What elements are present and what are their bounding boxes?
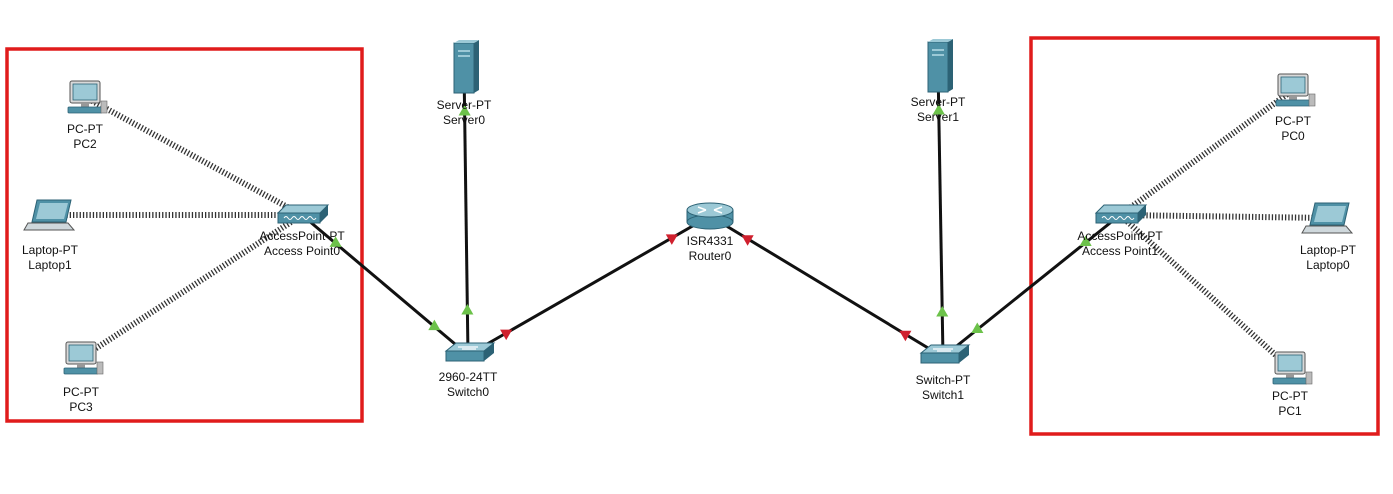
link-light-down (899, 330, 912, 342)
wireless-link-ap1-pc0[interactable] (1118, 87, 1295, 218)
access-point-icon (276, 204, 330, 224)
pc3-device[interactable] (63, 341, 104, 375)
wired-link-switch1-ap1[interactable] (942, 213, 1121, 359)
server-icon (927, 39, 953, 93)
switch-icon (444, 342, 496, 362)
laptop-icon (1301, 202, 1354, 234)
wireless-link-ap1-pc1[interactable] (1117, 212, 1293, 371)
left-wlan-highlight-box (5, 47, 364, 423)
laptop1-device[interactable] (23, 199, 76, 231)
link-light-up (428, 319, 441, 331)
router0-device[interactable] (686, 202, 734, 230)
devices (23, 39, 1354, 385)
wired-link-ap0-switch0[interactable] (301, 213, 469, 357)
laptop-icon (23, 199, 76, 231)
link-lights (329, 104, 1092, 342)
link-light-down (741, 235, 754, 246)
switch0-device[interactable] (444, 342, 496, 362)
access-point-icon (1094, 204, 1148, 224)
link-light-up (971, 322, 984, 333)
pc-icon (1272, 351, 1313, 385)
router-icon (686, 202, 734, 230)
switch1-device[interactable] (919, 344, 971, 364)
link-light-down (665, 234, 678, 245)
pc-icon (1275, 73, 1316, 107)
server0-device[interactable] (453, 40, 479, 94)
link-light-down (500, 329, 513, 341)
pc-icon (63, 341, 104, 375)
pc0-device[interactable] (1275, 73, 1316, 107)
link-light-up (932, 104, 945, 115)
link-light-up (936, 306, 949, 317)
wireless-link-ap0-pc2[interactable] (83, 94, 304, 218)
link-light-up (458, 105, 471, 116)
pc-icon (67, 80, 108, 114)
wireless-link-ap1-laptop0[interactable] (1119, 212, 1329, 221)
wireless-link-ap0-pc3[interactable] (79, 212, 304, 361)
pc2-device[interactable] (67, 80, 108, 114)
link-light-up (461, 304, 474, 315)
switch-icon (919, 344, 971, 364)
ap1-device[interactable] (1094, 204, 1148, 224)
right-wlan-highlight-box (1029, 36, 1380, 436)
server1-device[interactable] (927, 39, 953, 93)
laptop0-device[interactable] (1301, 202, 1354, 234)
server-icon (453, 40, 479, 94)
link-light-up (1079, 235, 1092, 246)
link-light-up (329, 236, 342, 247)
highlight-boxes (5, 36, 1380, 436)
ap0-device[interactable] (276, 204, 330, 224)
pc1-device[interactable] (1272, 351, 1313, 385)
wireless-links (50, 87, 1329, 371)
